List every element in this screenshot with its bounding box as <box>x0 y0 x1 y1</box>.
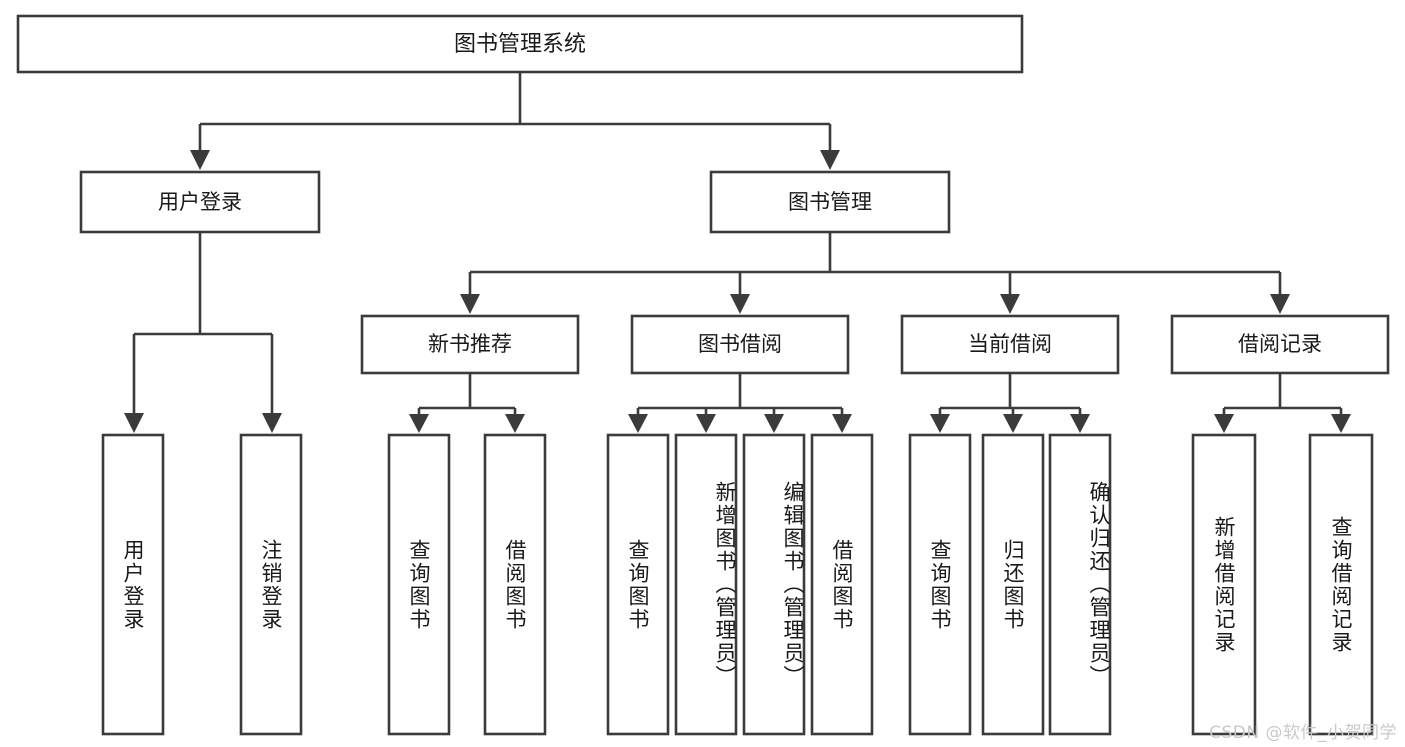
node-leaf-query-record-box[interactable] <box>1308 433 1374 736</box>
node-current-borrow-box[interactable] <box>900 314 1120 375</box>
arrow-leaf-edit-book <box>764 414 784 433</box>
arrow-leaf-logout-login <box>262 413 282 433</box>
arrow-leaf-query-book-cb <box>930 414 950 433</box>
node-user-login-box[interactable] <box>79 170 321 234</box>
node-leaf-query-book-bb-box[interactable] <box>606 433 670 736</box>
watermark-text: CSDN @软件_小贺同学 <box>1209 723 1397 743</box>
node-leaf-edit-book-box[interactable] <box>742 433 806 736</box>
arrow-leaf-borrow-book-nbr <box>505 414 525 433</box>
node-book-borrow-label: 图书借阅 <box>698 332 782 356</box>
node-current-borrow-label: 当前借阅 <box>968 332 1052 356</box>
node-user-login-label: 用户登录 <box>158 190 242 214</box>
arrow-borrow-record <box>1270 294 1290 314</box>
arrow-leaf-query-book-nbr <box>409 414 429 433</box>
node-book-manage-box[interactable] <box>709 170 951 234</box>
arrow-leaf-borrow-book-bb <box>832 414 852 433</box>
node-layer: 图书管理系统 用户登录 图书管理 新书推荐 图书借阅 当前借阅 借阅记录 <box>16 14 1390 736</box>
node-leaf-add-book-box[interactable] <box>674 433 738 736</box>
node-root-label: 图书管理系统 <box>454 32 586 57</box>
arrow-leaf-query-record <box>1331 414 1351 433</box>
node-new-book-recommend-label: 新书推荐 <box>428 332 512 356</box>
node-root-box[interactable] <box>16 14 1024 74</box>
node-leaf-borrow-book-bb-box[interactable] <box>810 433 874 736</box>
arrow-leaf-user-login <box>124 413 144 433</box>
arrow-current-borrow <box>1000 294 1020 314</box>
node-new-book-recommend-box[interactable] <box>360 314 580 375</box>
node-book-manage-label: 图书管理 <box>788 190 872 214</box>
arrow-leaf-return-book <box>1003 414 1023 433</box>
node-leaf-query-book-cb-box[interactable] <box>908 433 972 736</box>
arrow-user-login <box>190 150 210 170</box>
arrow-leaf-add-record <box>1214 414 1234 433</box>
arrow-leaf-confirm-return <box>1070 414 1090 433</box>
node-leaf-borrow-book-nbr-box[interactable] <box>483 433 547 736</box>
arrow-book-manage <box>820 150 840 170</box>
node-leaf-query-book-nbr-box[interactable] <box>387 433 451 736</box>
connector-layer <box>124 72 1351 433</box>
node-leaf-return-book-box[interactable] <box>981 433 1045 736</box>
arrow-leaf-query-book-bb <box>628 414 648 433</box>
node-leaf-add-record-box[interactable] <box>1191 433 1257 736</box>
arrow-book-borrow <box>730 294 750 314</box>
node-leaf-confirm-return-box[interactable] <box>1048 433 1112 736</box>
node-book-borrow-box[interactable] <box>630 314 850 375</box>
node-leaf-user-login-box[interactable] <box>101 433 165 736</box>
arrow-leaf-add-book <box>696 414 716 433</box>
node-borrow-record-label: 借阅记录 <box>1238 332 1322 356</box>
node-leaf-logout-login-box[interactable] <box>239 433 303 736</box>
arrow-new-book-recommend <box>460 294 480 314</box>
node-borrow-record-box[interactable] <box>1170 314 1390 375</box>
